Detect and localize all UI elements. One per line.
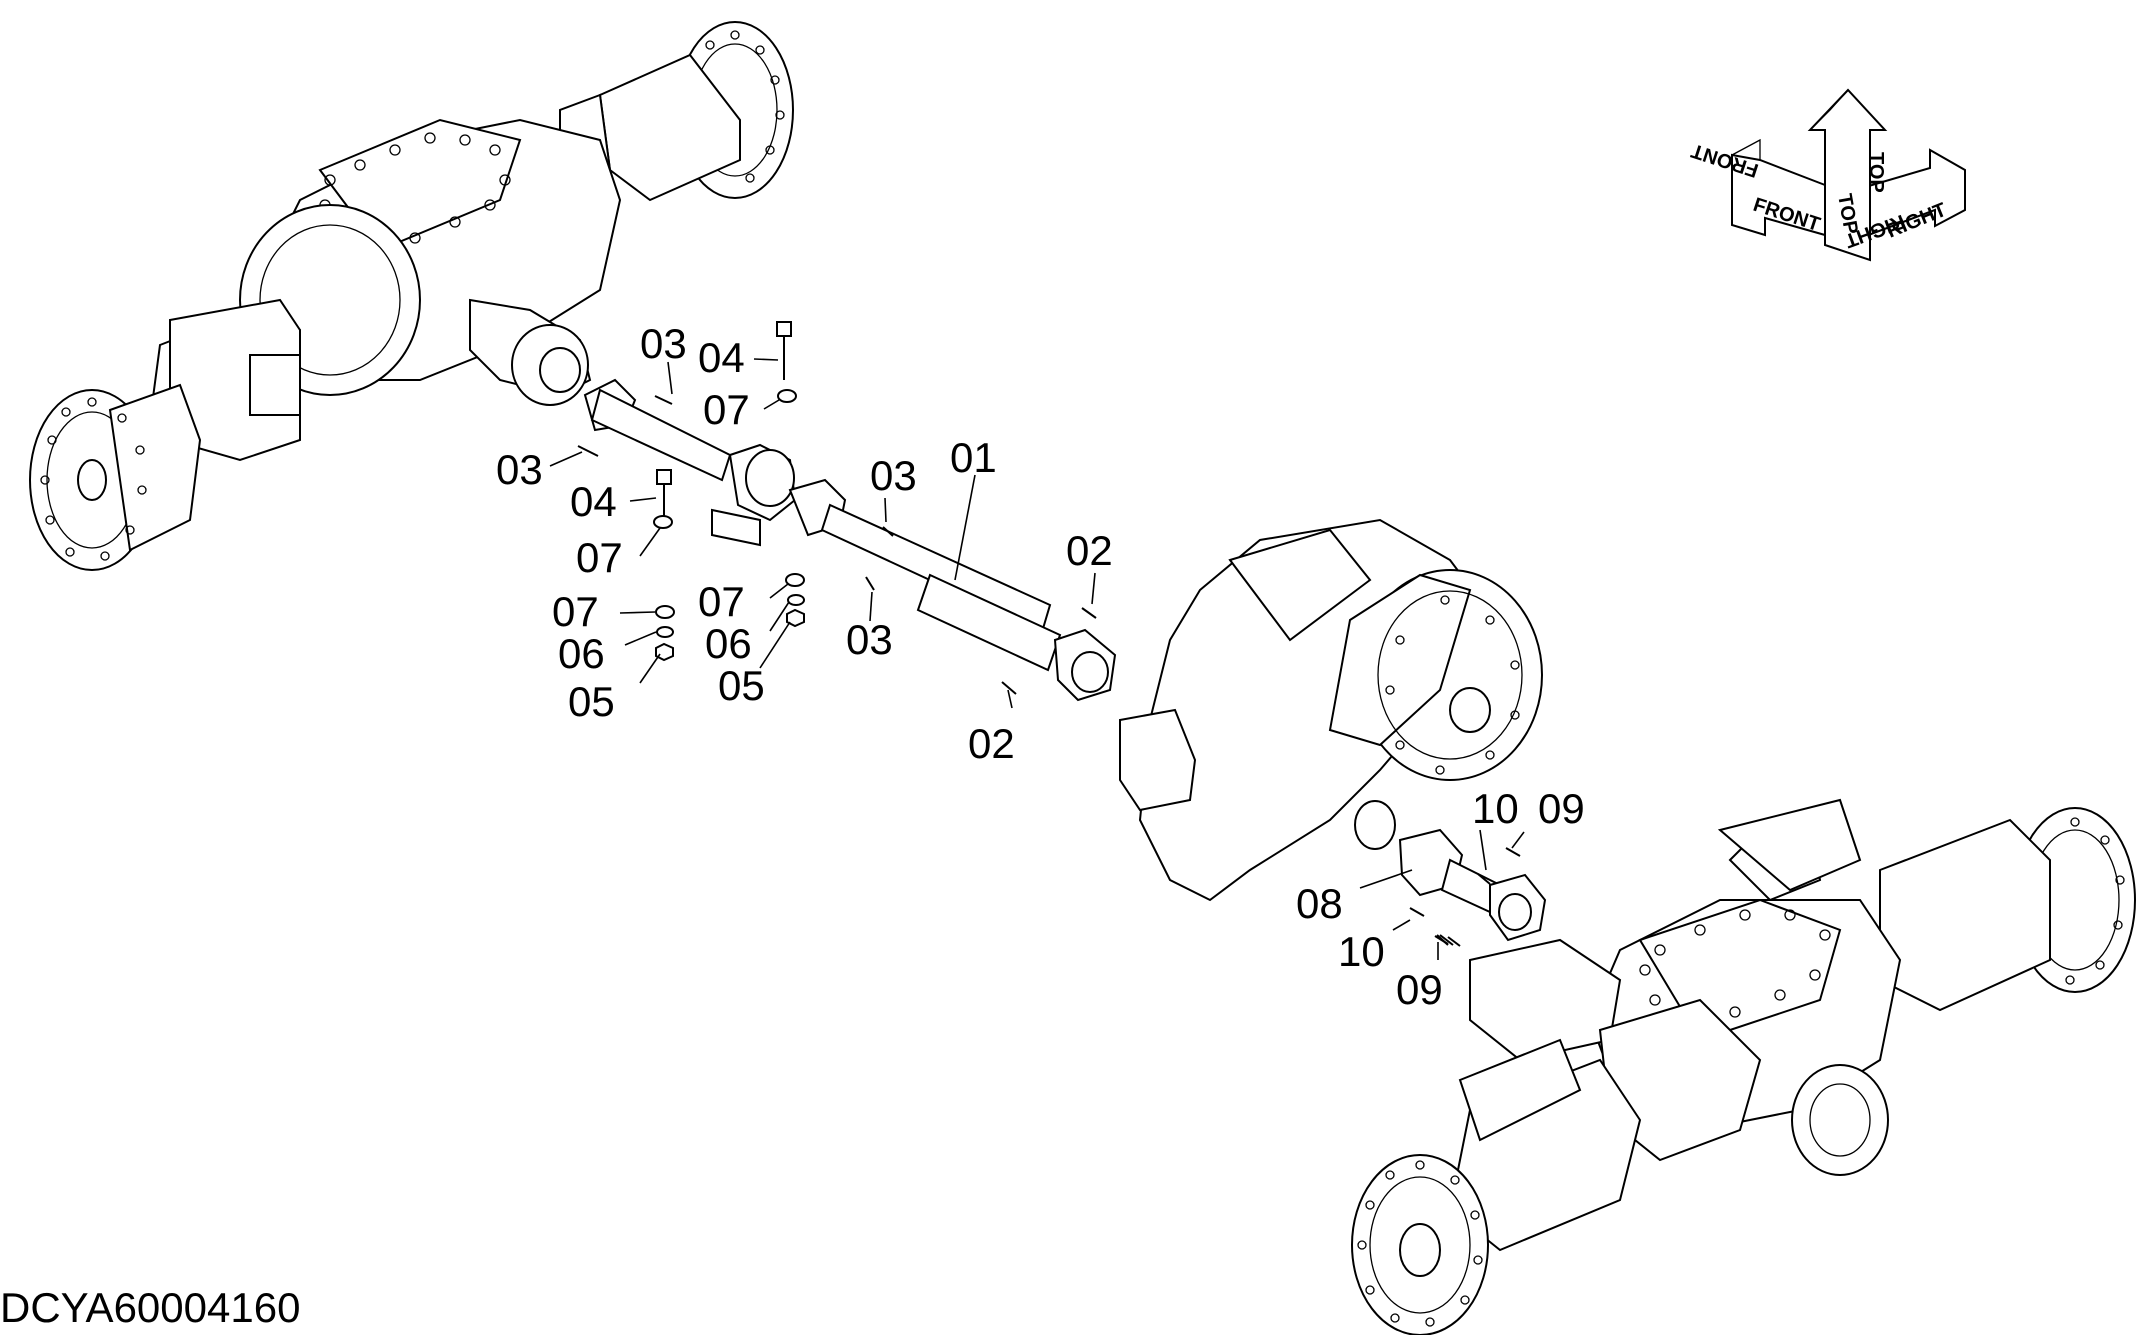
callout-04: 04 xyxy=(570,478,617,525)
callout-09: 09 xyxy=(1538,785,1585,832)
front-propeller-shaft xyxy=(1398,828,1547,942)
callout-05: 05 xyxy=(718,662,765,709)
callout-03: 03 xyxy=(870,452,917,499)
transmission-assembly xyxy=(1119,518,1543,902)
hardware-parts xyxy=(577,321,1521,947)
callout-02: 02 xyxy=(968,720,1015,767)
callout-03: 03 xyxy=(496,446,543,493)
rear-axle-assembly xyxy=(29,21,794,571)
callout-04: 04 xyxy=(698,334,745,381)
callout-02: 02 xyxy=(1066,527,1113,574)
callout-08: 08 xyxy=(1296,880,1343,927)
callout-03: 03 xyxy=(846,616,893,663)
front-axle-assembly xyxy=(1351,798,2136,1335)
callout-06: 06 xyxy=(558,630,605,677)
callout-01: 01 xyxy=(950,434,997,481)
callout-10: 10 xyxy=(1472,785,1519,832)
propeller-shaft xyxy=(583,378,1117,702)
orientation-indicator: FRONT FRONT TOP TOP RIGHT RIGHT xyxy=(1689,88,1966,262)
callout-labels: 03 04 07 03 04 07 07 06 05 07 06 05 03 0… xyxy=(496,320,1585,1013)
leader-lines xyxy=(549,358,1525,960)
callout-07: 07 xyxy=(552,588,599,635)
callout-10: 10 xyxy=(1338,928,1385,975)
top-label-mirrored: TOP xyxy=(1865,152,1887,193)
drawing-code: DCYA60004160 xyxy=(0,1284,300,1331)
callout-07: 07 xyxy=(698,578,745,625)
callout-09: 09 xyxy=(1396,966,1443,1013)
callout-07: 07 xyxy=(576,534,623,581)
callout-03: 03 xyxy=(640,320,687,367)
callout-06: 06 xyxy=(705,620,752,667)
callout-07: 07 xyxy=(703,386,750,433)
callout-05: 05 xyxy=(568,678,615,725)
